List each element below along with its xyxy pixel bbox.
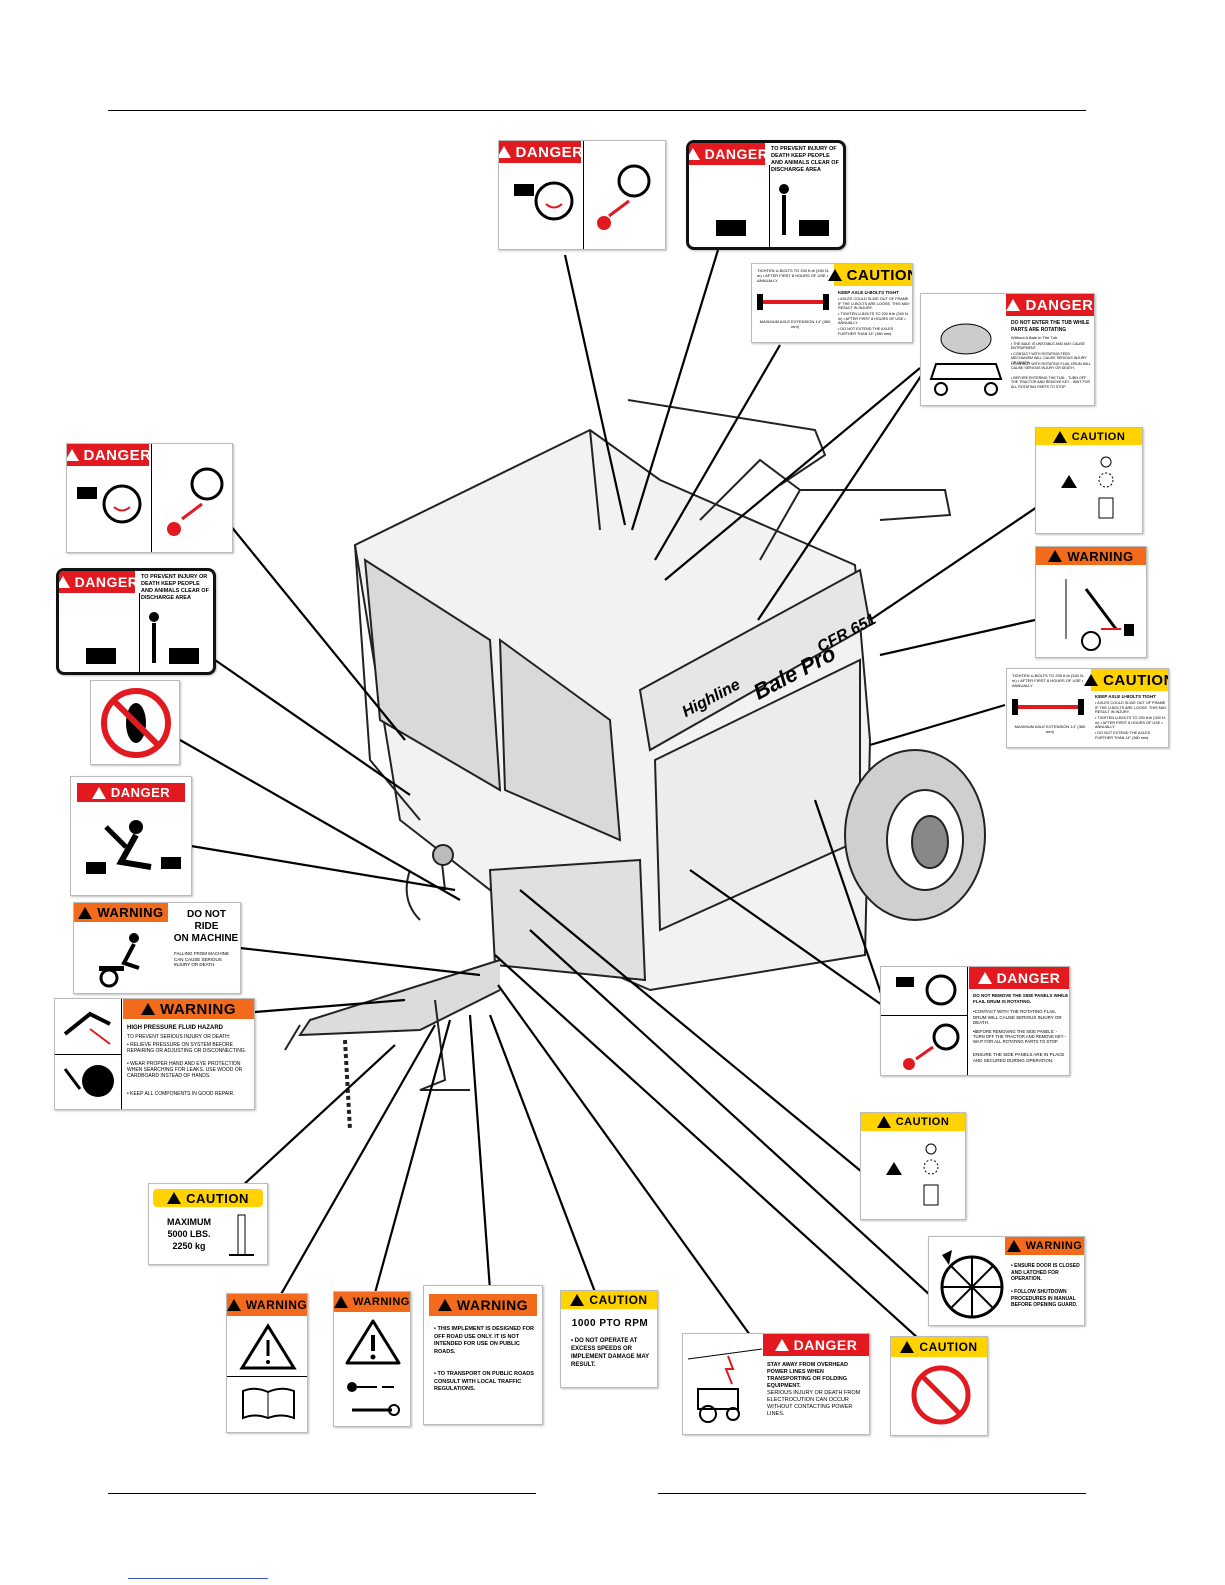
power-line-tractor-icon xyxy=(688,1348,762,1423)
decal-caution-prohibited: CAUTION xyxy=(890,1336,988,1436)
alert-triangle-icon xyxy=(437,1299,452,1311)
jack-icon xyxy=(229,1214,254,1256)
bottom-rule-left xyxy=(108,1493,536,1494)
alert-triangle-icon xyxy=(900,1341,915,1353)
alert-triangle-icon xyxy=(499,146,511,158)
decal-danger-side-panels: DANGER DO NOT REMOVE THE SIDE PANELS WHI… xyxy=(880,966,1070,1076)
alert-triangle-icon xyxy=(876,1116,891,1128)
alert-triangle-icon xyxy=(1052,430,1067,443)
axle-icon xyxy=(757,294,829,310)
decal-warning-cylinder-lock: WARNING xyxy=(1035,546,1147,658)
decal-caution-lock-bottom: CAUTION xyxy=(860,1112,966,1220)
footer-link-underline[interactable] xyxy=(128,1578,268,1579)
alert-triangle-icon xyxy=(1084,674,1099,686)
decal-caution-max-weight: CAUTION MAXIMUM 5000 LBS. 2250 kg xyxy=(148,1183,268,1265)
flail-hand-icon xyxy=(514,181,574,221)
alert-triangle-icon xyxy=(827,269,842,281)
alert-triangle-icon xyxy=(227,1299,241,1311)
alert-triangle-icon xyxy=(67,449,79,461)
alert-triangle-icon xyxy=(78,906,93,919)
alert-triangle-icon xyxy=(59,576,70,588)
cylinder-lock-icon xyxy=(1065,579,1134,651)
exclamation-triangle-icon xyxy=(345,1319,401,1365)
alert-triangle-icon xyxy=(977,972,992,984)
decal-caution-axle-right: CAUTION TIGHTEN U-BOLTS TO 200 ft-lb (34… xyxy=(1006,668,1169,748)
lock-procedure-icon xyxy=(1061,456,1114,519)
axle-icon xyxy=(1012,699,1084,715)
key-wrench-icon xyxy=(347,1382,400,1416)
alert-triangle-icon xyxy=(774,1339,789,1351)
decal-warning-hydraulic: WARNING HIGH PRESSURE FLUID HAZARD TO PR… xyxy=(54,998,255,1110)
decal-danger-tub: DANGER DO NOT ENTER THE TUB WHILE PARTS … xyxy=(920,293,1095,406)
decal-danger-falling: DANGER xyxy=(70,776,192,896)
alert-triangle-icon xyxy=(334,1296,349,1308)
decal-danger-keep-clear-left: DANGER TO PREVENT INJURY OR DEATH KEEP P… xyxy=(56,568,216,675)
decal-caution-axle-top: CAUTION TIGHTEN U-BOLTS TO 200 ft-lb (34… xyxy=(751,263,913,343)
rotation-icon xyxy=(903,1023,960,1070)
alert-triangle-icon xyxy=(1048,550,1063,562)
decal-danger-power-lines: DANGER STAY AWAY FROM OVERHEAD POWER LIN… xyxy=(682,1333,870,1435)
prohibited-icon xyxy=(911,1365,971,1425)
drum-door-icon xyxy=(940,1250,1004,1319)
falling-person-icon xyxy=(86,820,181,874)
top-rule xyxy=(108,110,1086,111)
flail-hand-icon xyxy=(896,974,957,1006)
decal-caution-pto: CAUTION 1000 PTO RPM • DO NOT OPERATE AT… xyxy=(560,1290,658,1388)
cow-hazard-icon xyxy=(716,184,829,236)
no-step-icon xyxy=(101,688,171,758)
alert-triangle-icon xyxy=(141,1003,155,1015)
decal-danger-flail-top: DANGER xyxy=(498,140,666,250)
decal-warning-public-roads: WARNING • THIS IMPLEMENT IS DESIGNED FOR… xyxy=(423,1285,543,1425)
lock-procedure-icon xyxy=(886,1143,939,1206)
bottom-rule-right xyxy=(658,1493,1086,1494)
decal-warning-remove-key: WARNING xyxy=(333,1291,411,1427)
rotation-icon xyxy=(597,164,651,230)
decal-danger-flail-left: DANGER xyxy=(66,443,233,553)
alert-triangle-icon xyxy=(1006,1240,1021,1252)
tub-entrapment-icon xyxy=(929,323,1003,396)
alert-triangle-icon xyxy=(167,1192,182,1204)
cow-hazard-icon xyxy=(86,612,199,664)
decal-caution-lock-right: CAUTION xyxy=(1035,427,1143,534)
fluid-injection-icon xyxy=(63,1011,111,1045)
decal-warning-door-guard: WARNING • ENSURE DOOR IS CLOSED AND LATC… xyxy=(928,1236,1085,1326)
decal-warning-no-ride: WARNING DO NOT RIDE ON MACHINE FALLING F… xyxy=(73,902,241,994)
manual-book-icon xyxy=(242,1387,295,1420)
rider-falling-icon xyxy=(99,933,140,988)
decal-warning-read-manual: WARNING xyxy=(226,1293,308,1433)
face-shield-icon xyxy=(63,1065,114,1097)
alert-triangle-icon xyxy=(1006,299,1021,311)
alert-triangle-icon xyxy=(689,148,700,160)
alert-triangle-icon xyxy=(570,1294,585,1306)
rotation-icon xyxy=(167,467,224,536)
decal-danger-keep-clear-top: DANGER TO PREVENT INJURY OF DEATH KEEP P… xyxy=(686,140,846,250)
alert-triangle-large-icon xyxy=(239,1323,297,1370)
decal-no-step xyxy=(90,680,180,765)
alert-triangle-icon xyxy=(91,786,106,799)
flail-hand-icon xyxy=(77,484,142,524)
